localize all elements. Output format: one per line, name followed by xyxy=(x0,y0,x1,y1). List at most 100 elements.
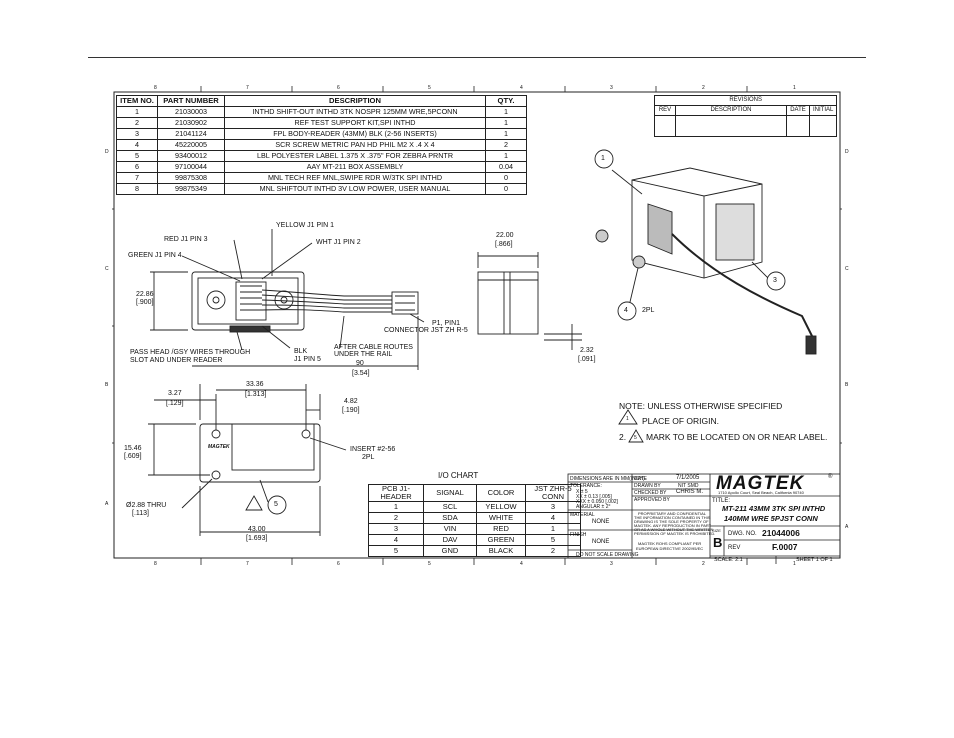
io-cell: DAV xyxy=(423,534,477,546)
side-view xyxy=(477,252,582,350)
io-cell: 4 xyxy=(368,534,424,546)
notes-title: NOTE: UNLESS OTHERWISE SPECIFIED xyxy=(619,401,783,411)
zone-col-7-bottom: 7 xyxy=(246,561,249,567)
zone-col-6: 6 xyxy=(337,85,340,91)
label-pass-head-2: SLOT AND UNDER READER xyxy=(130,357,223,364)
leader-pass xyxy=(236,331,243,351)
zone-col-4: 4 xyxy=(520,85,523,91)
bom-cell: 93400012 xyxy=(157,150,225,162)
bom-cell: LBL POLYESTER LABEL 1.375 X .375" FOR ZE… xyxy=(224,150,486,162)
io-cell: GREEN xyxy=(476,534,526,546)
bom-cell: 99875349 xyxy=(157,183,225,195)
bom-cell: MNL SHIFTOUT INTHD 3V LOW POWER, USER MA… xyxy=(224,183,486,195)
label-blk: BLK xyxy=(294,348,308,355)
note-2-text: MARK TO BE LOCATED ON OR NEAR LABEL. xyxy=(646,432,828,442)
bom-header-row: ITEM NO. PART NUMBER DESCRIPTION QTY. xyxy=(116,95,527,107)
label-hole: Ø2.88 THRU xyxy=(126,502,167,509)
bom-cell: 0.04 xyxy=(485,161,527,173)
leader-after xyxy=(339,315,345,349)
bom-cell: 5 xyxy=(116,150,158,162)
tb-checked-val: CHRIS M. xyxy=(676,489,703,495)
io-cell: BLACK xyxy=(476,545,526,557)
io-header-pcb-1: PCB J1- xyxy=(382,484,410,493)
io-cell: GND xyxy=(423,545,477,557)
wire-run xyxy=(344,295,392,313)
bom-table: ITEM NO. PART NUMBER DESCRIPTION QTY. 1 2… xyxy=(116,95,527,195)
iso-cable xyxy=(671,233,813,337)
zone-col-8: 8 xyxy=(154,85,157,91)
leader-insert xyxy=(309,437,347,451)
io-cell: WHITE xyxy=(476,512,526,524)
dim-43-00-mm: 43.00 xyxy=(248,526,266,533)
zone-row-d-right: D xyxy=(845,149,849,155)
bom-cell: 1 xyxy=(485,106,527,118)
tb-prop-3: MAGTEK. ANY REPRODUCTION IN PART xyxy=(634,523,712,528)
tb-material-val: NONE xyxy=(592,519,610,525)
balloon-5 xyxy=(267,495,287,515)
revisions-title: REVISIONS xyxy=(653,95,838,106)
io-cell: 2 xyxy=(368,512,424,524)
bom-cell: 21030003 xyxy=(157,106,225,118)
bom-cell: INTHD SHIFT-OUT INTHD 3TK NOSPR 125MM WR… xyxy=(224,106,486,118)
iso-screw-2 xyxy=(632,255,646,269)
label-insert-2pl: 2PL xyxy=(362,454,375,461)
io-cell: VIN xyxy=(423,523,477,535)
io-cell: SCL xyxy=(423,501,477,513)
bom-cell: 3 xyxy=(116,128,158,140)
leader-iso-1 xyxy=(611,169,643,195)
dim-height-in: [.900] xyxy=(136,299,154,306)
thru-hole xyxy=(211,470,221,480)
tb-approved-label: APPROVED BY xyxy=(634,497,670,503)
wire-1 xyxy=(261,289,345,297)
bom-header-desc: DESCRIPTION xyxy=(224,95,486,107)
note-2-num: 2. xyxy=(619,432,627,442)
balloon-1-label: 1 xyxy=(601,155,605,162)
zone-row-a-right: A xyxy=(845,524,849,530)
dim-3-27-in: [.129] xyxy=(166,400,184,407)
tb-rohs-1: MAGTEK ROHS COMPLIANT PER xyxy=(638,541,702,546)
tb-checked-label: CHECKED BY xyxy=(634,490,667,496)
dim-33-36-mm: 33.36 xyxy=(246,381,264,388)
zone-row-c-right: C xyxy=(845,266,849,272)
zone-col-2-bottom: 2 xyxy=(702,561,705,567)
zone-col-4-bottom: 4 xyxy=(520,561,523,567)
label-pass-head-1: PASS HEAD /GSY WIRES THROUGH xyxy=(130,349,251,356)
io-cell: 2 xyxy=(525,545,581,557)
label-hole-in: [.113] xyxy=(132,510,149,517)
tb-prop-2: DRAWING IS THE SOLE PROPERTY OF xyxy=(634,519,709,524)
iso-head xyxy=(647,203,673,255)
tb-prop-1: THE INFORMATION CONTAINED IN THIS xyxy=(634,515,711,520)
dim-side-width-mm: 22.00 xyxy=(496,232,514,239)
note-1-text: PLACE OF ORIGIN. xyxy=(642,416,719,426)
bom-cell: 1 xyxy=(485,128,527,140)
leader-green xyxy=(181,255,241,282)
tb-proprietary: PROPRIETARY AND CONFIDENTIAL xyxy=(638,511,707,516)
bom-cell: 4 xyxy=(116,139,158,151)
note-2-triangle-num: 5 xyxy=(634,435,637,441)
dim-15-46-mm: 15.46 xyxy=(124,445,142,452)
head-module xyxy=(235,281,267,321)
bottom-view xyxy=(148,384,347,536)
tb-dims-label: DIMENSIONS ARE IN MM(INCH). xyxy=(570,476,647,482)
zone-col-8-bottom: 8 xyxy=(154,561,157,567)
zone-row-b: B xyxy=(105,382,109,388)
io-cell: SDA xyxy=(423,512,477,524)
tb-sheet: SHEET 1 OF 1 xyxy=(796,557,833,563)
zone-row-d: D xyxy=(105,149,109,155)
tb-tol-x: X ± 5 xyxy=(576,489,588,495)
io-header-signal: SIGNAL xyxy=(423,484,477,502)
tb-title-label: TITLE: xyxy=(712,498,731,504)
zone-col-2: 2 xyxy=(702,85,705,91)
screw-right-top xyxy=(274,290,294,310)
balloon-3 xyxy=(766,271,786,291)
insert-left xyxy=(211,429,221,439)
io-cell: RED xyxy=(476,523,526,535)
